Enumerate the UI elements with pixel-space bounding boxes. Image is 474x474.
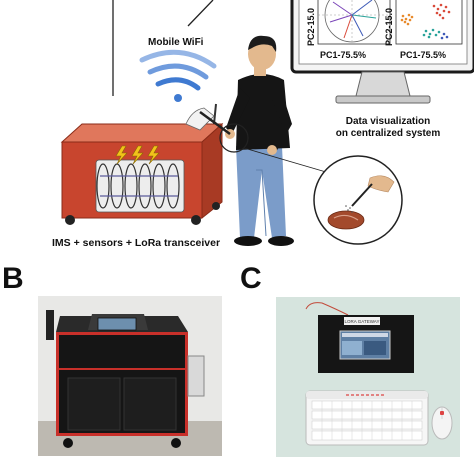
plot-left	[317, 0, 391, 45]
drift-tube-rings	[96, 163, 180, 209]
cart-photo-wheel	[63, 438, 73, 448]
visualization-label-line2: on centralized system	[336, 128, 441, 139]
visualization-label-line1: Data visualization	[346, 116, 430, 127]
zoom-inset	[313, 155, 403, 245]
plot-left-ylabel: PC2-15.0	[306, 8, 316, 46]
panel-c-photo: LORA GATEWAY	[276, 297, 460, 457]
plot-right-ylabel: PC2-15.0	[384, 8, 394, 46]
cart-photo-wheel	[171, 438, 181, 448]
meat-sample	[327, 210, 365, 230]
plot-right-xlabel: PC1-75.5%	[400, 50, 446, 60]
scatter-cluster-blue	[440, 32, 449, 40]
scatter-cluster-teal	[422, 28, 441, 39]
panel-b-photo	[38, 296, 222, 456]
panel-a-illustration: PC2-15.0 PC1-75.5% PC2-15.0 PC1-75.5% Da…	[52, 0, 474, 249]
ims-cart-photo	[38, 296, 222, 456]
cart-wheel	[191, 215, 201, 225]
plot-right	[395, 0, 463, 45]
panel-letter-c: C	[240, 262, 262, 295]
wifi-icon	[139, 49, 217, 102]
cart-wheel	[65, 215, 75, 225]
gateway-label: LORA GATEWAY	[345, 319, 380, 324]
panel-letter-b: B	[2, 262, 24, 295]
lightning-bolt-icons	[115, 145, 160, 165]
magnifier-connector	[243, 147, 327, 173]
lora-gateway-photo: LORA GATEWAY	[276, 297, 460, 457]
keyboard-keys	[311, 400, 423, 441]
cart-wheel	[212, 202, 220, 210]
device-label: IMS + sensors + LoRa transceiver	[52, 237, 220, 249]
wifi-label: Mobile WiFi	[148, 37, 204, 48]
magnifier-circle-small	[219, 123, 249, 153]
scatter-cluster-red	[432, 3, 451, 20]
connector-line-diagonal	[187, 0, 214, 27]
ims-cart	[60, 103, 224, 225]
plot-left-xlabel: PC1-75.5%	[320, 50, 366, 60]
operator-person	[199, 35, 294, 246]
cart-touchscreen	[97, 317, 137, 331]
scatter-cluster-orange	[400, 13, 414, 26]
